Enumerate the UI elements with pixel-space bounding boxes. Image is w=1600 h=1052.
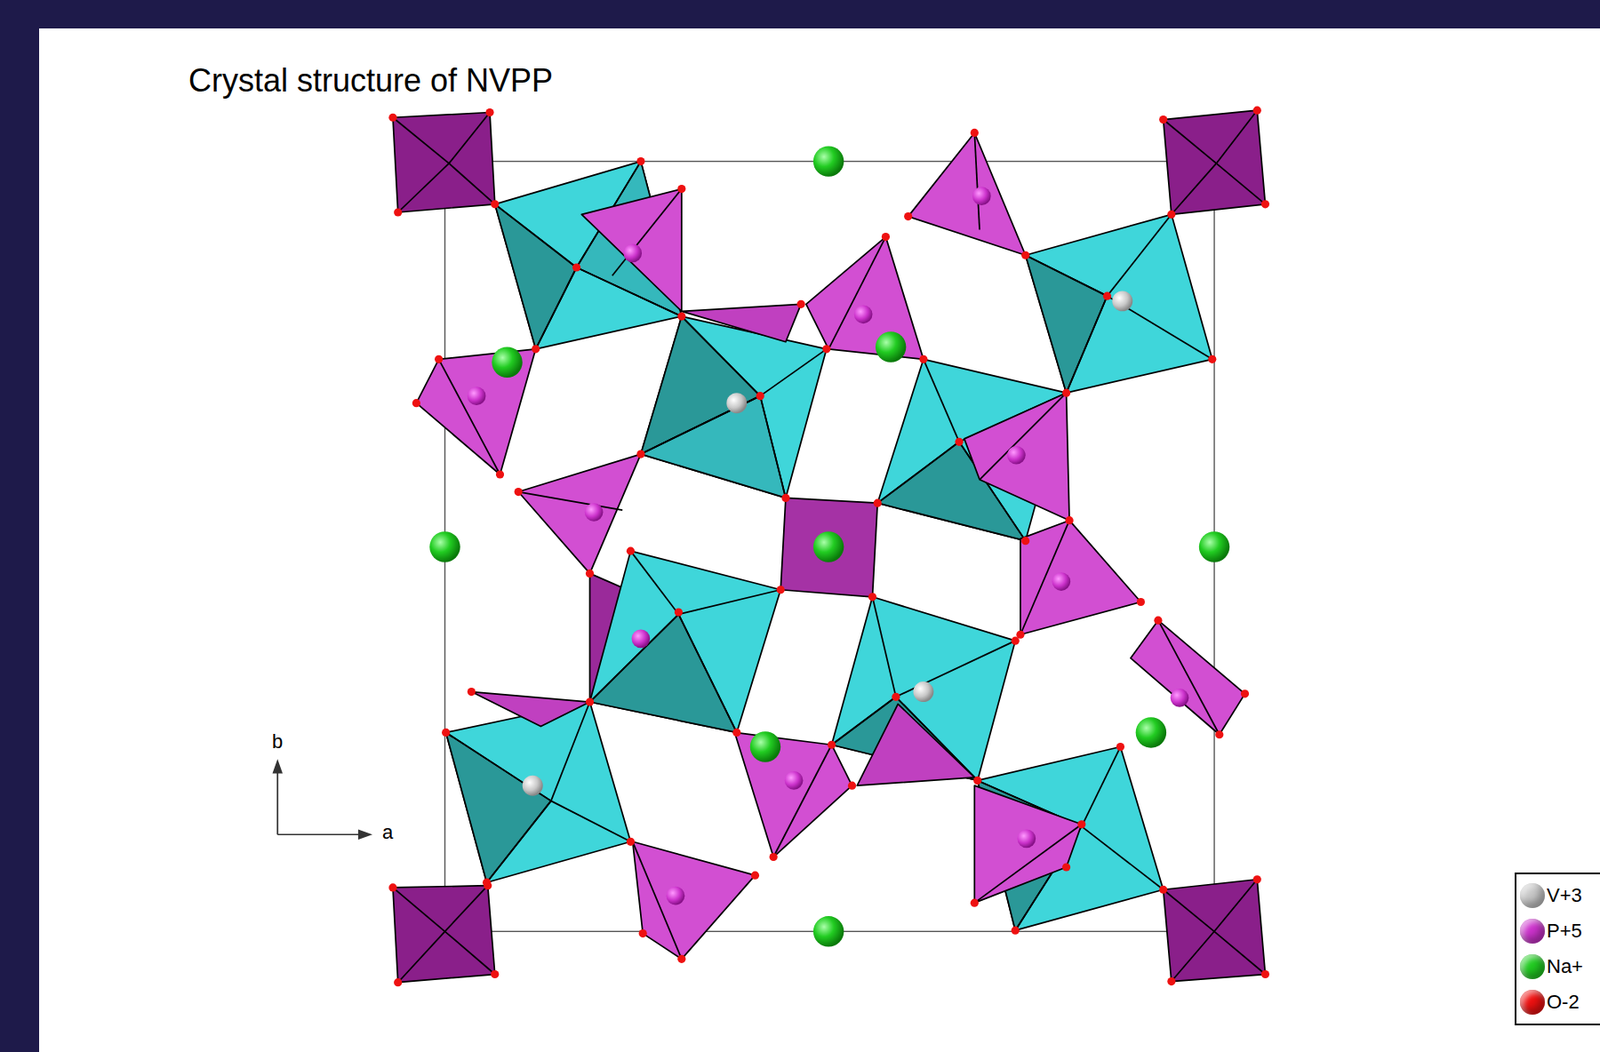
v-atoms bbox=[522, 290, 1133, 796]
p-octahedra bbox=[392, 110, 1266, 984]
legend-text: O-2 bbox=[1546, 991, 1580, 1015]
o-atoms bbox=[388, 106, 1270, 988]
na-atoms bbox=[429, 145, 1230, 947]
p-tetrahedra bbox=[416, 132, 1245, 960]
v-octahedra bbox=[446, 161, 1213, 932]
legend-text: Na+ bbox=[1546, 955, 1584, 979]
legend-text: V+3 bbox=[1546, 884, 1583, 908]
axis-label: b bbox=[270, 730, 285, 754]
legend-text: P+5 bbox=[1546, 920, 1583, 944]
unit-cell bbox=[445, 161, 1216, 933]
diagram-title: Crystal structure of NVPP bbox=[188, 62, 553, 100]
p-atoms bbox=[467, 186, 1190, 905]
legend-swatch bbox=[1520, 919, 1545, 944]
legend-row: V+3 bbox=[1520, 878, 1600, 914]
legend-row: O-2 bbox=[1520, 984, 1600, 1021]
legend-row: Na+ bbox=[1520, 949, 1600, 985]
legend-swatch bbox=[1520, 990, 1545, 1016]
legend-swatch bbox=[1520, 954, 1545, 980]
axis-label: a bbox=[380, 821, 395, 845]
legend-row: P+5 bbox=[1520, 913, 1600, 950]
axis-arrows bbox=[272, 759, 374, 840]
legend-swatch bbox=[1520, 883, 1545, 909]
legend-box: V+3P+5Na+ O-2 bbox=[1514, 872, 1600, 1026]
